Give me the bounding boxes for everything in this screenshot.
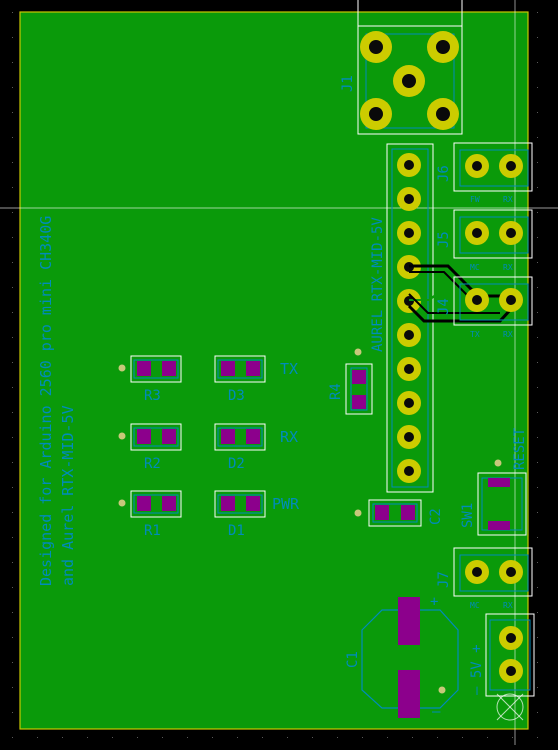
u1-pad-hole xyxy=(404,432,414,442)
board-copper-fill xyxy=(20,12,528,729)
j7-pin2-label: RX xyxy=(503,601,513,610)
u1-pad-hole xyxy=(404,194,414,204)
pwr-led-label: PWR xyxy=(272,495,300,513)
j1-courtyard xyxy=(357,25,463,135)
drill-origin-marker xyxy=(496,693,524,721)
u1-pad-hole xyxy=(404,364,414,374)
c2-ref-label: C2 xyxy=(428,508,444,525)
connector-j5[interactable]: J5 MC RX xyxy=(436,209,533,272)
connector-j7[interactable]: J7 MC RX xyxy=(436,547,533,610)
j4-ref-label: J4 xyxy=(436,298,452,315)
j5-ref-label: J5 xyxy=(436,231,452,248)
j6-pin1-label: FW xyxy=(470,195,480,204)
j7-ref-label: J7 xyxy=(436,571,452,588)
resistor-r4[interactable]: R4 xyxy=(328,348,373,415)
module-aurel-rtx[interactable]: AUREL RTX-MID-5V xyxy=(370,143,434,493)
c1-ref-label: C1 xyxy=(345,651,361,668)
reset-label: RESET xyxy=(512,427,528,470)
d3-ref-label: D3 xyxy=(228,388,245,404)
r4-ref-label: R4 xyxy=(328,383,344,400)
d2-ref-label: D2 xyxy=(228,456,245,472)
u1-pads xyxy=(397,153,421,483)
j6-pin2-label: RX xyxy=(503,195,513,204)
u1-courtyard xyxy=(386,143,434,493)
j1-pads xyxy=(360,31,459,130)
sw1-ref-label: SW1 xyxy=(460,503,476,528)
j5-pin1-label: MC xyxy=(470,263,480,272)
u1-silk-outline xyxy=(391,148,429,488)
c1-plus-label: + xyxy=(430,594,438,610)
power-polarity-label: – 5V + xyxy=(469,644,485,695)
connector-j1[interactable]: J1 xyxy=(340,0,463,135)
r2-ref-label: R2 xyxy=(144,456,161,472)
connector-power-5v[interactable]: – 5V + xyxy=(469,613,535,697)
tx-led-label: TX xyxy=(280,360,298,378)
j5-pin2-label: RX xyxy=(503,263,513,272)
j7-pin1-label: MC xyxy=(470,601,480,610)
u1-pad-hole xyxy=(404,330,414,340)
led-d1[interactable]: D1 PWR xyxy=(214,490,300,539)
j4-pin2-label: RX xyxy=(503,330,513,339)
board-edge-cuts xyxy=(19,11,529,730)
j1-silk-outline xyxy=(365,33,455,129)
u1-pad-hole xyxy=(404,466,414,476)
switch-sw1-reset[interactable]: SW1 RESET xyxy=(460,427,528,536)
copper-traces xyxy=(407,264,514,323)
u1-pad-hole xyxy=(404,398,414,408)
j4-pin1-label: TX xyxy=(470,330,480,339)
resistor-r2[interactable]: R2 xyxy=(118,423,182,472)
rx-led-label: RX xyxy=(280,428,298,446)
c1-minus-label: – xyxy=(432,704,441,720)
capacitor-c1[interactable]: + – C1 xyxy=(345,594,459,720)
j1-ref-label: J1 xyxy=(340,75,356,92)
board-credit-text: Designed for Arduino 2560 pro mini CH340… xyxy=(37,216,77,586)
resistor-r3[interactable]: R3 xyxy=(118,355,182,404)
u1-pad-hole xyxy=(404,228,414,238)
board-text-line2: and Aurel RTX-MID-5V xyxy=(59,405,77,586)
r3-ref-label: R3 xyxy=(144,388,161,404)
j6-ref-label: J6 xyxy=(436,165,452,182)
board-text-line1: Designed for Arduino 2560 pro mini CH340… xyxy=(37,216,55,586)
u1-pad-hole xyxy=(404,160,414,170)
led-d3[interactable]: D3 TX xyxy=(214,355,298,404)
capacitor-c2[interactable]: C2 xyxy=(354,499,445,527)
u1-ref-label: AUREL RTX-MID-5V xyxy=(370,217,386,352)
connector-j6[interactable]: J6 FW RX xyxy=(436,142,533,204)
d1-ref-label: D1 xyxy=(228,523,245,539)
led-d2[interactable]: D2 RX xyxy=(214,423,298,472)
r1-ref-label: R1 xyxy=(144,523,161,539)
resistor-r1[interactable]: R1 xyxy=(118,490,182,539)
connector-j4[interactable]: J4 TX RX xyxy=(436,276,533,339)
